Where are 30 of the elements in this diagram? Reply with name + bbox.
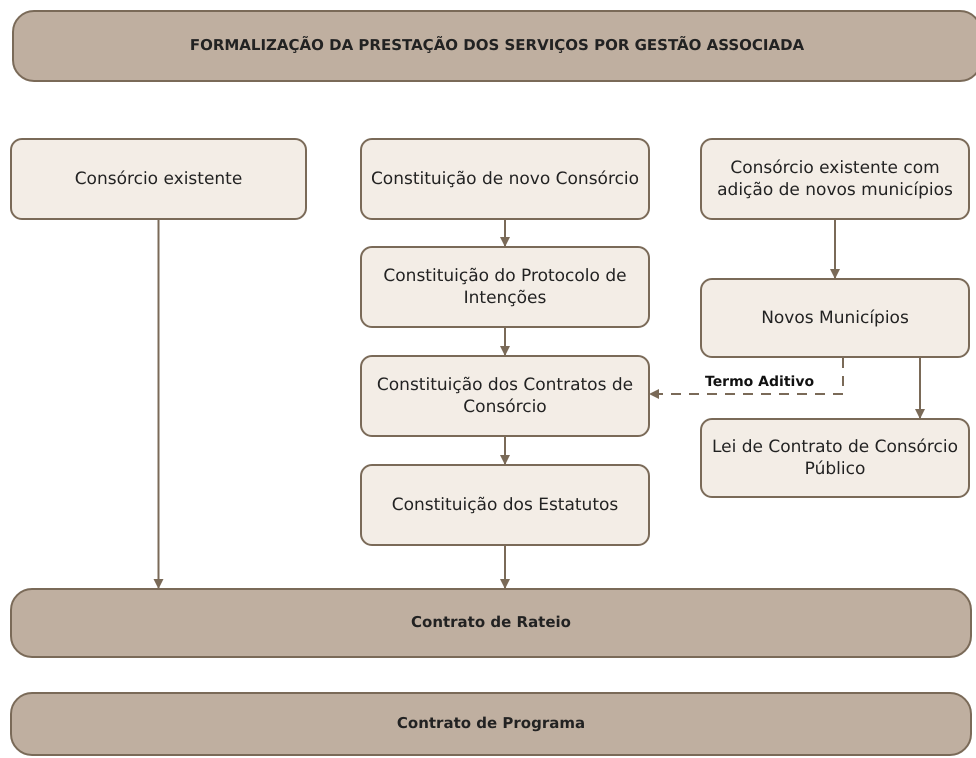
process-box — [360, 464, 650, 546]
process-box — [700, 278, 970, 358]
node-text: Consórcio existente com adição de novos municípios — [716, 156, 954, 202]
node-text: Novos Municípios — [761, 306, 909, 330]
node-text: Contrato de Programa — [396, 714, 586, 734]
node-text: Constituição do Protocolo de Intenções — [382, 264, 628, 310]
process-box — [700, 138, 970, 220]
process-box — [700, 418, 970, 498]
arrow — [154, 220, 164, 589]
banner-box — [10, 588, 972, 658]
banner-box — [12, 10, 976, 82]
process-box — [360, 355, 650, 437]
arrow — [830, 220, 840, 279]
arrow — [500, 546, 510, 589]
banner-box — [10, 692, 972, 756]
node-text: Lei de Contrato de Consórcio Público — [710, 436, 960, 480]
process-box — [360, 246, 650, 328]
arrow — [649, 358, 844, 399]
node-text: FORMALIZAÇÃO DA PRESTAÇÃO DOS SERVIÇOS POR GESTÃO ASSOCIADA — [190, 36, 804, 56]
arrow — [500, 328, 510, 356]
node-text: Constituição de novo Consórcio — [370, 168, 640, 190]
node-text: Consórcio existente — [74, 168, 242, 190]
arrow — [915, 358, 925, 419]
node-text: Constituição dos Contratos de Consórcio — [376, 374, 634, 418]
arrow — [500, 437, 510, 465]
node-text: Constituição dos Estatutos — [392, 494, 618, 516]
node-text: Contrato de Rateio — [411, 613, 571, 633]
process-box — [10, 138, 307, 220]
arrow — [500, 220, 510, 247]
process-box — [360, 138, 650, 220]
